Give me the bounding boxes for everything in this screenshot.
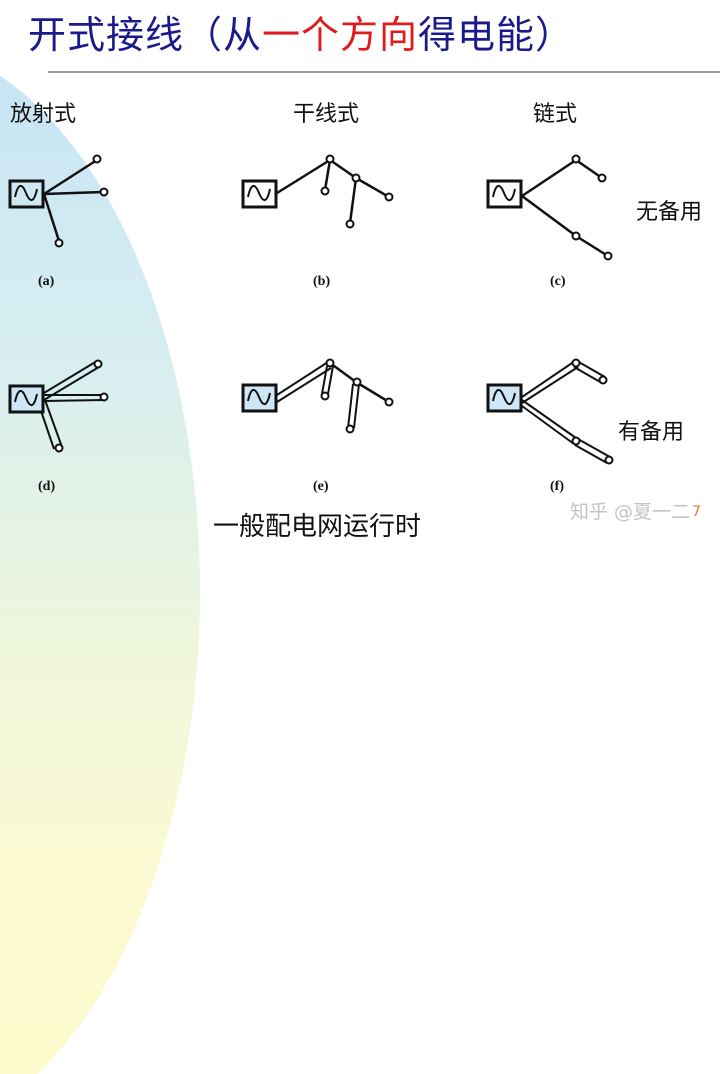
diagram-e-trunk-backup xyxy=(241,358,394,434)
page-number: 7 xyxy=(692,504,701,520)
slide-title: 开式接线（从一个方向得电能） xyxy=(28,4,574,59)
diagram-a-radial xyxy=(8,154,109,248)
label-trunk: 干线式 xyxy=(293,102,360,127)
caption-f: (f) xyxy=(550,479,564,494)
label-chain: 链式 xyxy=(533,102,578,127)
diagram-b-trunk xyxy=(241,154,394,229)
watermark: 知乎 @夏一二 xyxy=(570,501,691,523)
label-with-backup: 有备用 xyxy=(618,420,685,445)
caption-c: (c) xyxy=(550,274,566,289)
diagram-c-chain xyxy=(486,154,613,261)
diagram-f-chain-backup xyxy=(486,358,614,465)
caption-a: (a) xyxy=(38,274,55,289)
label-radial: 放射式 xyxy=(10,102,77,127)
title-divider xyxy=(48,71,720,73)
title-part-1: 开式接线（从 xyxy=(28,13,263,57)
diagram-d-radial-backup xyxy=(8,359,109,453)
wiring-diagrams xyxy=(8,154,614,465)
title-highlight: 一个方向 xyxy=(262,13,419,57)
footer-text: 一般配电网运行时 xyxy=(213,512,422,542)
caption-e: (e) xyxy=(313,479,329,494)
caption-d: (d) xyxy=(38,479,56,494)
title-part-3: 得电能） xyxy=(418,13,575,57)
label-no-backup: 无备用 xyxy=(636,200,703,225)
caption-b: (b) xyxy=(313,274,331,289)
